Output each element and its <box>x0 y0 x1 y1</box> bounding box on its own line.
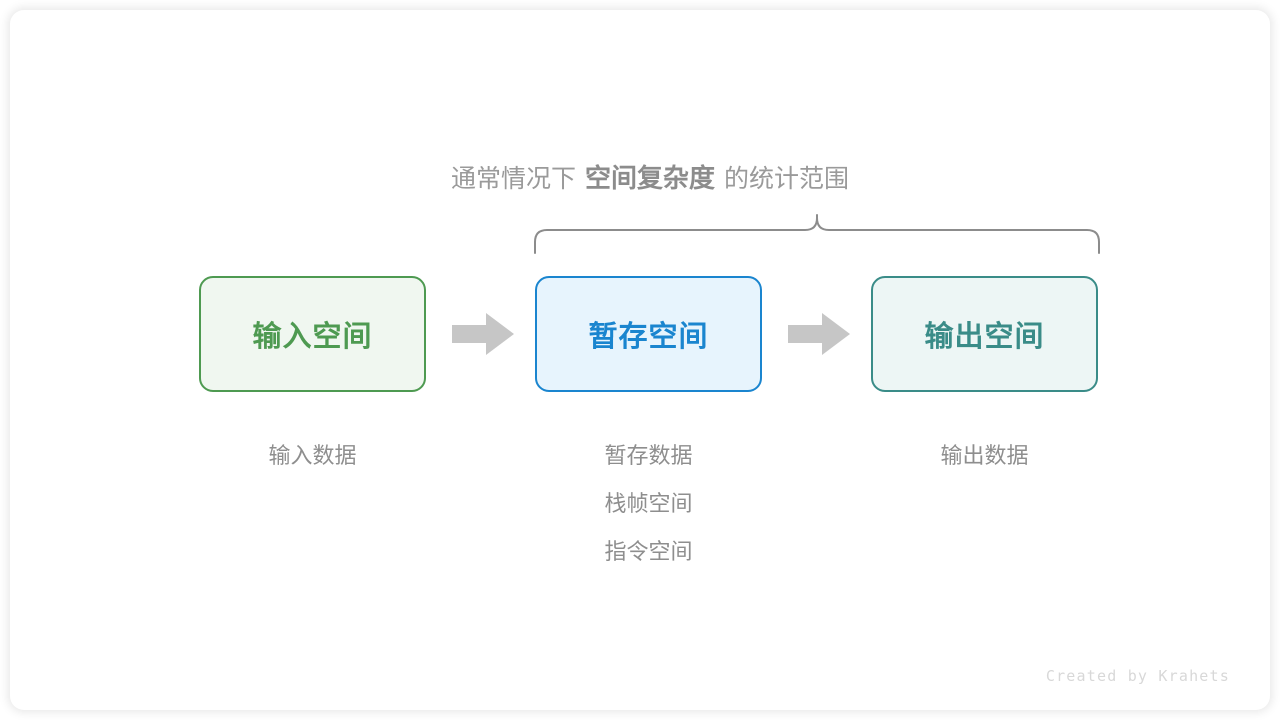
box-output-space-label: 输出空间 <box>924 321 1045 353</box>
brace-caption: 通常情况下空间复杂度的统计范围 <box>10 160 1280 197</box>
box-output-space[interactable]: 输出空间 <box>871 276 1098 392</box>
label-item: 输出数据 <box>940 443 1029 468</box>
caption-suffix: 的统计范围 <box>724 165 850 193</box>
labels-temp-space: 暂存数据 栈帧空间 指令空间 <box>535 432 762 576</box>
arrow-temp-to-output-icon <box>788 312 850 356</box>
credit-text: Created by Krahets <box>1045 667 1230 685</box>
label-item: 输入数据 <box>268 443 357 468</box>
labels-output-space: 输出数据 <box>871 432 1098 480</box>
box-temp-space[interactable]: 暂存空间 <box>535 276 762 392</box>
label-item: 指令空间 <box>604 539 693 564</box>
box-temp-space-label: 暂存空间 <box>588 321 709 353</box>
label-item: 暂存数据 <box>604 443 693 468</box>
arrow-input-to-temp-icon <box>452 312 514 356</box>
box-input-space[interactable]: 输入空间 <box>199 276 426 392</box>
scope-brace <box>525 206 1111 262</box>
box-input-space-label: 输入空间 <box>252 321 373 353</box>
caption-highlight: 空间复杂度 <box>584 163 715 193</box>
labels-input-space: 输入数据 <box>199 432 426 480</box>
diagram-canvas: 通常情况下空间复杂度的统计范围 输入空间 暂存空间 输出空间 输入数据 暂存数据… <box>10 10 1270 710</box>
label-item: 栈帧空间 <box>604 491 693 516</box>
caption-prefix: 通常情况下 <box>450 165 576 193</box>
